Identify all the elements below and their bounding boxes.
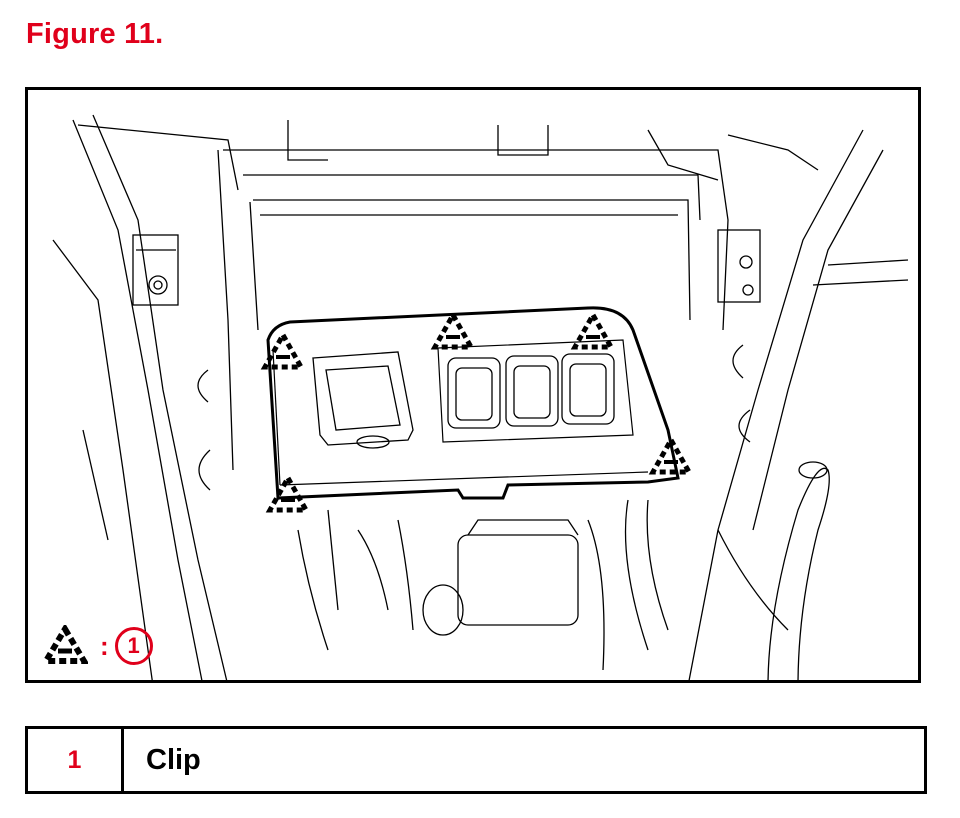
- clip-marker-icon: [270, 478, 306, 510]
- callout-number: 1: [114, 627, 153, 665]
- parts-table: 1 Clip: [25, 726, 927, 794]
- dashed-triangle-icon: [42, 625, 88, 664]
- legend-separator: :: [100, 630, 109, 661]
- clip-marker-icon: [435, 315, 471, 347]
- clip-marker-icon: [653, 440, 689, 472]
- illustration-frame: [25, 87, 921, 683]
- part-number-cell: 1: [28, 729, 124, 791]
- symbol-legend: : 1: [42, 624, 153, 668]
- console-panel-illustration: [52, 114, 909, 680]
- figure-title: Figure 11.: [26, 18, 164, 50]
- part-name-cell: Clip: [146, 743, 201, 776]
